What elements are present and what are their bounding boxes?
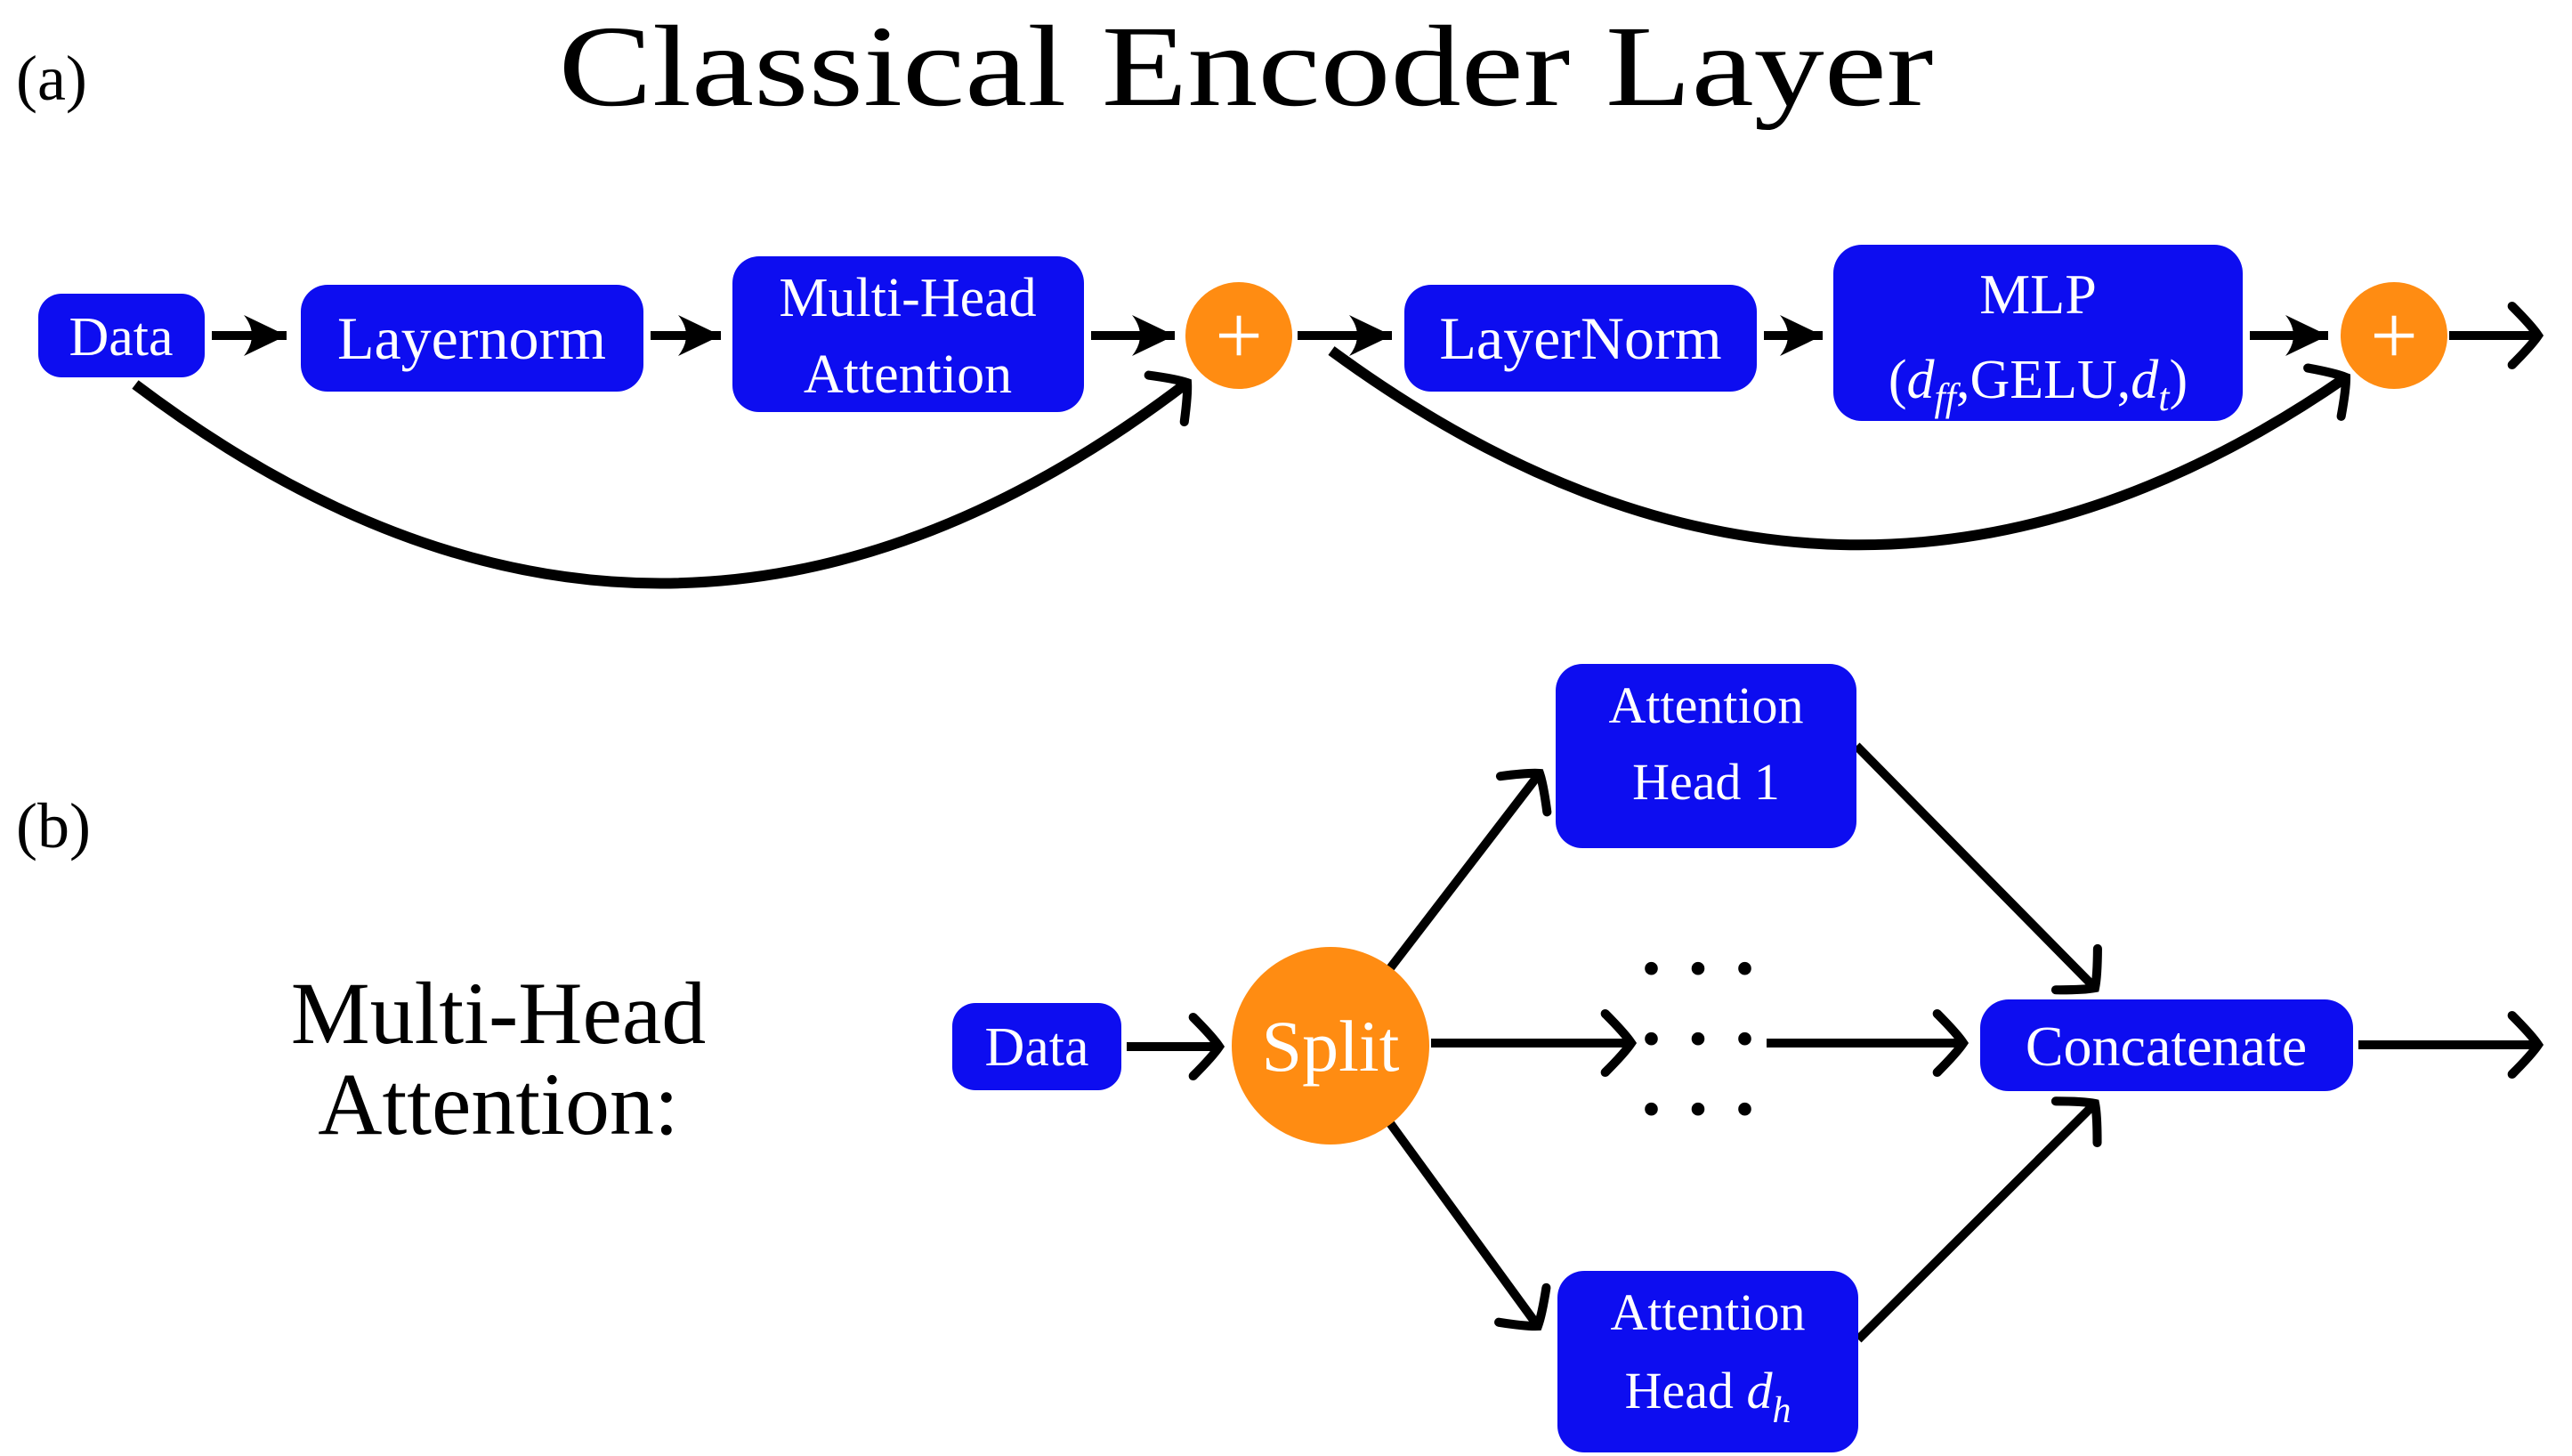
panel-b-heading-line2: Attention: — [318, 1055, 679, 1153]
headn-box — [1557, 1271, 1858, 1452]
panel-b-label: (b) — [16, 790, 91, 861]
mlp-paren-open: ( — [1889, 350, 1907, 410]
mlp-d1: d — [1907, 350, 1936, 410]
head1-label-line2: Head 1 — [1632, 753, 1780, 811]
layernorm2-box — [1404, 285, 1757, 392]
headn-d: d — [1746, 1362, 1773, 1420]
arrow-split-to-head1 — [1387, 768, 1552, 972]
mha-box — [732, 256, 1084, 412]
headn-label-line1: Attention — [1610, 1283, 1805, 1341]
concatenate-label: Concatenate — [2026, 1015, 2307, 1078]
layernorm2-label: LayerNorm — [1439, 304, 1721, 372]
ellipsis-dots: · · · · · · · · · — [1638, 925, 1758, 1153]
node-split: Split — [1232, 947, 1429, 1145]
add1-plus-sign: + — [1215, 288, 1263, 383]
node-mlp: MLP (dff,GELU,dt) — [1833, 245, 2243, 421]
mlp-sub-t: t — [2158, 376, 2171, 419]
panel-b: (b) Multi-Head Attention: Data Split · ·… — [16, 664, 2544, 1452]
node-add1: + — [1185, 282, 1292, 389]
split-label: Split — [1262, 1006, 1400, 1087]
node-layernorm1: Layernorm — [301, 285, 643, 392]
panel-a-label: (a) — [16, 43, 87, 114]
layernorm1-label: Layernorm — [337, 304, 606, 372]
node-layernorm2: LayerNorm — [1404, 285, 1757, 392]
dots-row-top: · · · — [1638, 925, 1758, 1013]
mlp-d2: d — [2131, 350, 2159, 410]
arrow-headn-to-concat — [1855, 1096, 2102, 1343]
head1-box — [1556, 664, 1856, 848]
data-box-label: Data — [69, 307, 173, 368]
panel-b-heading-line1: Multi-Head — [291, 964, 707, 1063]
data-box — [38, 294, 205, 377]
mlp-label-line2: (dff,GELU,dt) — [1889, 350, 2188, 419]
add2-circle — [2341, 282, 2447, 389]
mlp-box — [1833, 245, 2243, 421]
mlp-mid-text: ,GELU, — [1956, 350, 2131, 410]
arrow-split-to-headn — [1386, 1120, 1551, 1331]
split-circle — [1232, 947, 1429, 1145]
mha-label-line1: Multi-Head — [779, 268, 1036, 328]
head1-label-line1: Attention — [1608, 676, 1803, 734]
mlp-paren-close: ) — [2169, 350, 2188, 410]
mlp-label-line1: MLP — [1979, 263, 2097, 326]
arrow-head1-to-concat — [1853, 742, 2102, 995]
panel-a-title: Classical Encoder Layer — [559, 3, 1934, 131]
dots-row-bottom: · · · — [1638, 1065, 1758, 1153]
dots-row-middle: · · · — [1638, 995, 1758, 1083]
node-attention-head-n: Attention Head dh — [1557, 1271, 1858, 1452]
data-b-label: Data — [984, 1017, 1088, 1078]
skip-connection-2 — [1328, 346, 2351, 551]
node-mha: Multi-Head Attention — [732, 256, 1084, 412]
mha-label-line2: Attention — [804, 344, 1012, 405]
headn-sub-h: h — [1772, 1390, 1791, 1431]
headn-label-line2: Head dh — [1625, 1362, 1792, 1431]
add1-circle — [1185, 282, 1292, 389]
node-data-a: Data — [38, 294, 205, 377]
concatenate-box — [1980, 999, 2353, 1091]
node-add2: + — [2341, 282, 2447, 389]
headn-line2-prefix: Head — [1625, 1362, 1747, 1420]
node-data-b: Data — [952, 1003, 1121, 1090]
add2-plus-sign: + — [2370, 288, 2418, 383]
layernorm1-box — [301, 285, 643, 392]
panel-a: (a) Classical Encoder Layer Data Layerno… — [16, 3, 2544, 589]
data-b-box — [952, 1003, 1121, 1090]
node-attention-head-1: Attention Head 1 — [1556, 664, 1856, 848]
node-concatenate: Concatenate — [1980, 999, 2353, 1091]
skip-connection-1 — [132, 370, 1193, 589]
